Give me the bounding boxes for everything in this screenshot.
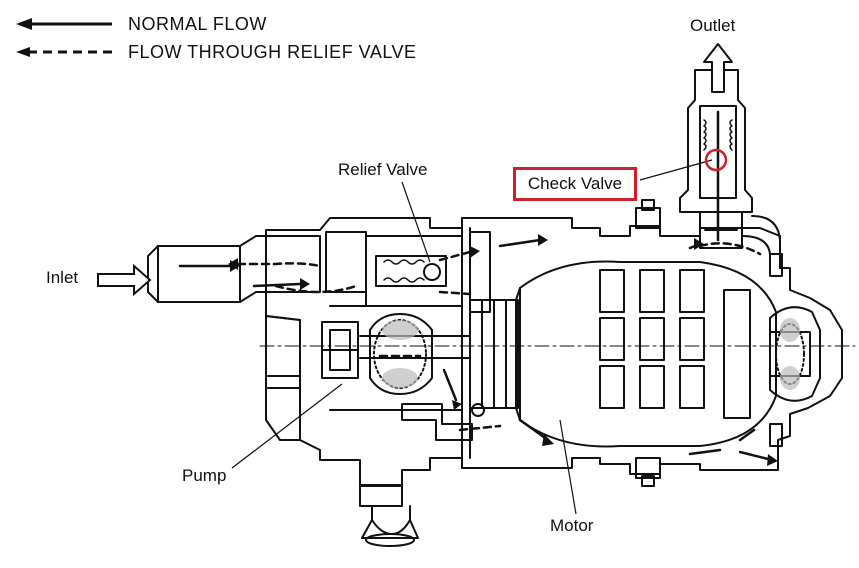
pump-label: Pump xyxy=(182,466,227,485)
commutator xyxy=(469,299,519,409)
pump-bottom-fitting xyxy=(359,485,419,547)
inlet-label: Inlet xyxy=(46,268,79,287)
relief-valve-label: Relief Valve xyxy=(338,160,428,179)
legend-relief-flow: FLOW THROUGH RELIEF VALVE xyxy=(14,40,417,64)
check-valve-highlight xyxy=(704,148,728,172)
legend-normal-flow: NORMAL FLOW xyxy=(14,12,267,36)
dashed-arrow-icon xyxy=(16,47,112,57)
outlet-label: Outlet xyxy=(690,16,736,35)
check-valve-label: Check Valve xyxy=(527,174,623,193)
relief-valve-body xyxy=(375,255,447,287)
inlet-arrow-icon xyxy=(97,263,152,297)
legend-normal-flow-label: NORMAL FLOW xyxy=(128,13,267,34)
solid-arrow-icon xyxy=(16,18,112,30)
legend-relief-flow-label: FLOW THROUGH RELIEF VALVE xyxy=(128,41,417,62)
pump-housing xyxy=(265,217,491,486)
motor-armature xyxy=(515,260,777,448)
motor-label: Motor xyxy=(550,516,594,535)
inlet-pipe xyxy=(147,235,321,303)
outlet-fitting xyxy=(679,69,753,249)
check-valve-callout: Check Valve xyxy=(513,167,637,201)
